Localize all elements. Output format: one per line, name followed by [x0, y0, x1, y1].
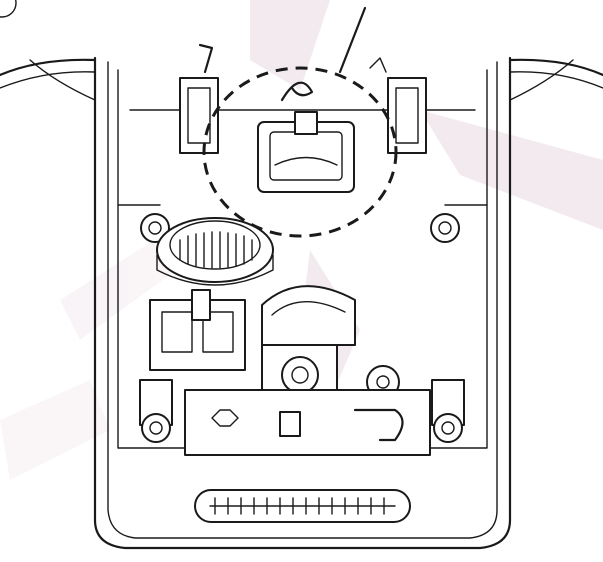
slot-icon: [279, 411, 301, 437]
round-filter: [156, 217, 274, 286]
rotate-arrow-icon: [280, 81, 314, 102]
socket-block: [149, 289, 246, 371]
arch-mechanism: [261, 285, 400, 399]
right-top-clip: [369, 57, 427, 154]
connector-latch: [257, 111, 355, 193]
right-screw-boss: [430, 213, 460, 243]
vent-grille: [194, 489, 411, 523]
housing-outline: [0, 56, 603, 550]
hex-nut-icon: [211, 409, 239, 427]
leader-line: [338, 6, 367, 74]
bottom-left-boss: [139, 379, 173, 443]
lower-plate: [184, 389, 431, 456]
bottom-right-boss: [431, 379, 465, 443]
step-caption: [0, 0, 17, 18]
left-top-clip: [179, 43, 219, 154]
left-screw-boss: [140, 213, 170, 243]
hook-latch: [353, 408, 404, 442]
callout-circle: [0, 0, 17, 18]
highlight-circle: [202, 66, 398, 238]
